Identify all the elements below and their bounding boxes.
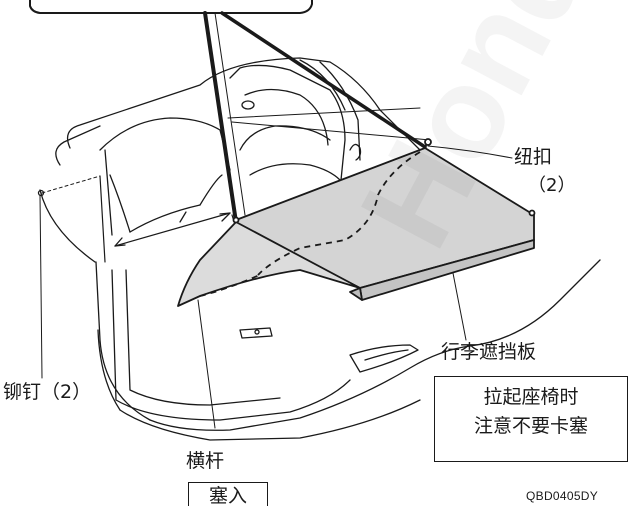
figure-code: QBD0405DY [526, 489, 599, 503]
button-fastener-label: 纽扣 [514, 146, 553, 168]
note-line-1: 拉起座椅时 [483, 386, 579, 408]
insert-box: 塞入 [188, 482, 268, 506]
cargo-cover-label: 行李遮挡板 [441, 341, 537, 363]
button-fastener-qty: （2） [528, 175, 576, 196]
note-box: 拉起座椅时 注意不要卡塞 [434, 376, 628, 462]
rivet-leader [39, 194, 43, 379]
car-body-outline [66, 57, 421, 151]
insert-label: 塞入 [208, 485, 247, 506]
cargo-cover-leader [451, 267, 467, 341]
crossbar-leader [197, 299, 216, 429]
rivet-label: 铆钉（2） [3, 381, 92, 403]
cover-hidden-edge [257, 151, 421, 276]
trunk-floor-outline [111, 269, 351, 421]
pointer-line-left [203, 11, 238, 224]
note-line-2: 注意不要卡塞 [473, 415, 588, 437]
callout-box-top [29, 0, 313, 14]
pointer-line-right [220, 11, 427, 149]
crossbar-label: 横杆 [186, 450, 225, 472]
pointer-line-thin [214, 12, 246, 216]
button-fastener-marker [424, 138, 432, 146]
button-fastener-leader [427, 145, 513, 159]
crossbar-dimension [114, 212, 231, 247]
